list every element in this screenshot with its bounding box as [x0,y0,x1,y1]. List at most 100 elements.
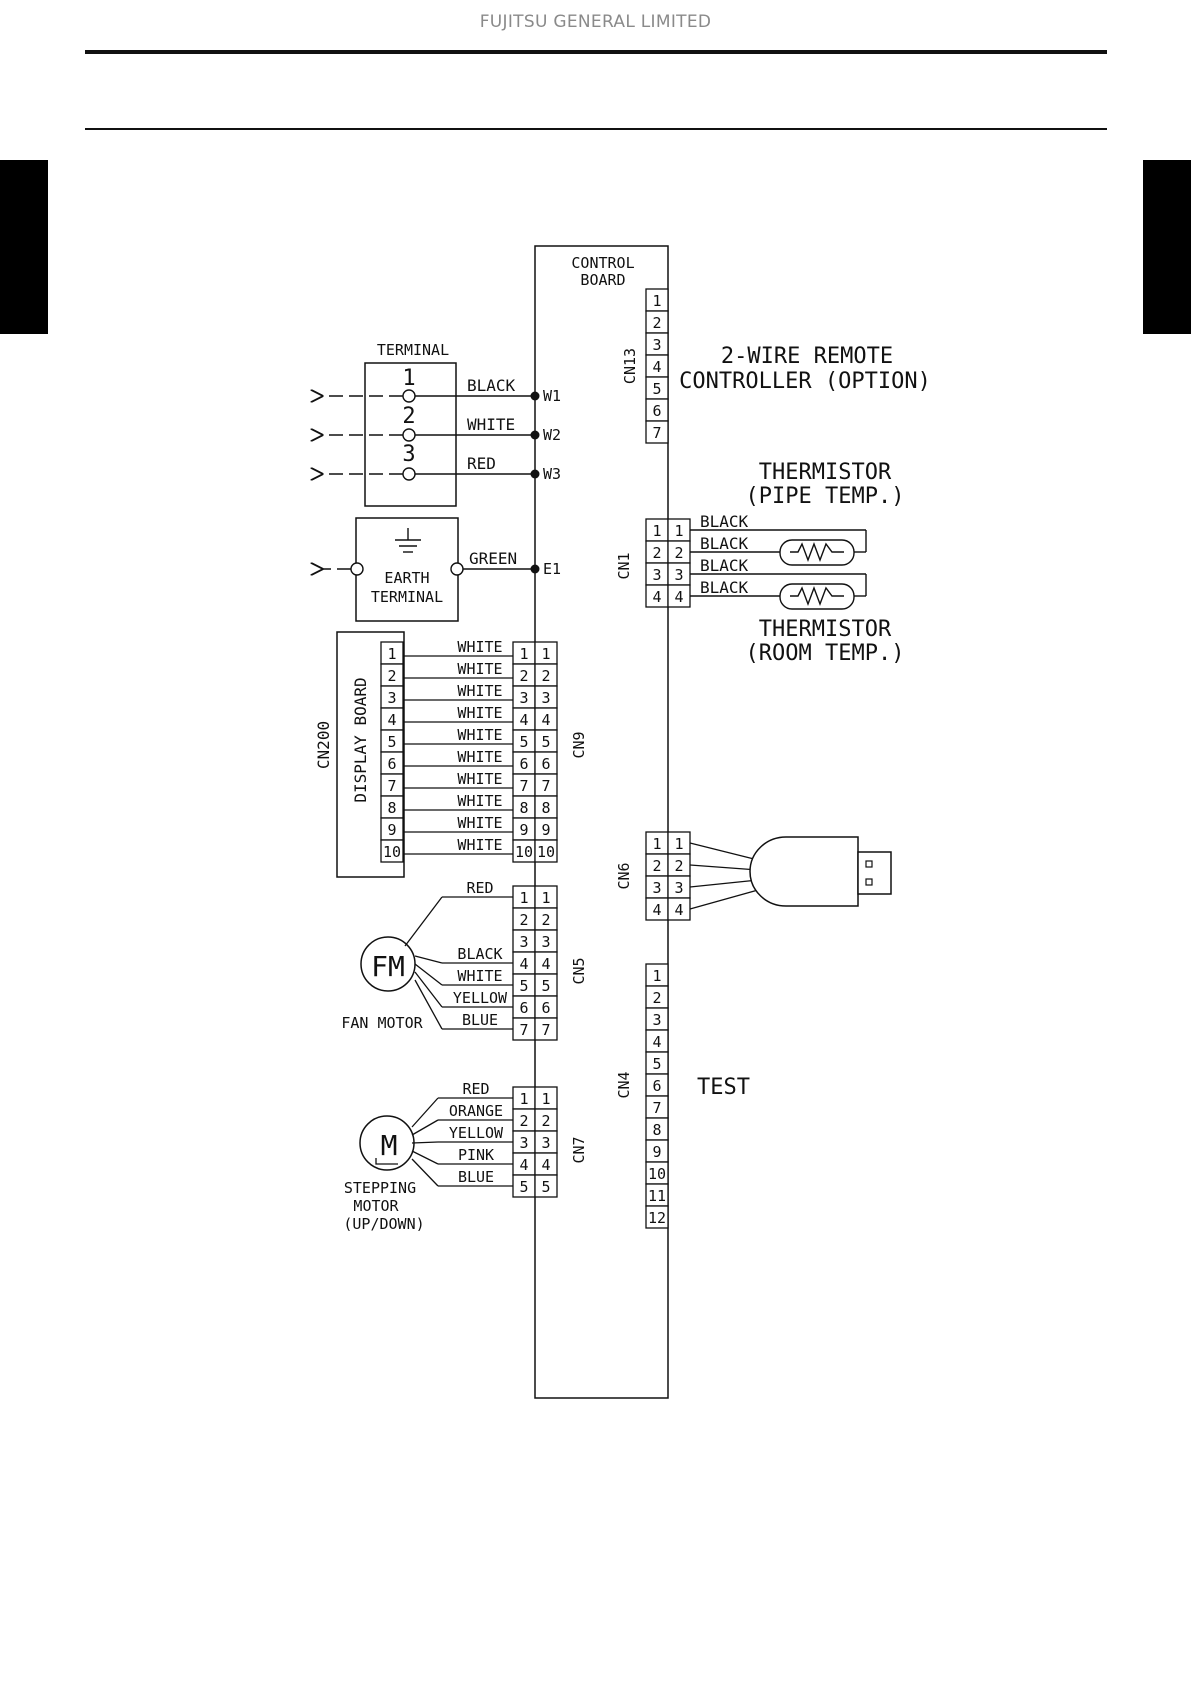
terminal-wire-red: RED [467,454,496,473]
cn5-right-pin-2: 2 [541,911,550,929]
cn9-wire-label-7: WHITE [457,770,502,788]
cn7-left-pin-4: 4 [519,1156,528,1174]
cn5-right-pin-4: 4 [541,955,550,973]
cn5-right-pin-6: 6 [541,999,550,1017]
display-board-pin-2: 2 [387,667,396,685]
cn1-label: CN1 [615,552,633,579]
cn1-left-pin-3: 3 [652,566,661,584]
cn5-wire-label-4: BLACK [457,945,502,963]
cn9-wire-label-6: WHITE [457,748,502,766]
header-brand: FUJITSU GENERAL LIMITED [479,12,712,32]
remote-controller-label-line2: CONTROLLER (OPTION) [679,369,931,394]
cn9-wire-label-5: WHITE [457,726,502,744]
cn6-right-pin-2: 2 [674,857,683,875]
display-board-pin-8: 8 [387,799,396,817]
cn7-wire-bend-3 [411,1141,439,1144]
cn9-left-pin-7: 7 [519,777,528,795]
cn9-left-pin-2: 2 [519,667,528,685]
cn7-right-pin-2: 2 [541,1112,550,1130]
earth-ground-icon [395,528,421,553]
cn9-right-pin-3: 3 [541,689,550,707]
display-board-pin-6: 6 [387,755,396,773]
cn7-left-pin-1: 1 [519,1090,528,1108]
cn7-right-pin-5: 5 [541,1178,550,1196]
terminal-title: TERMINAL [377,341,449,359]
stepping-motor-symbol: M [381,1129,398,1162]
cn4-pin-7: 7 [652,1099,661,1117]
cn13-pin-3: 3 [652,336,661,354]
cn7-wire-bend-5 [411,1158,439,1187]
room-thermistor-icon [779,583,866,610]
display-board-pin-4: 4 [387,711,396,729]
cn4-pin-11: 11 [648,1187,666,1205]
cn7-wire-label-1: RED [462,1080,489,1098]
cn4-pin-6: 6 [652,1077,661,1095]
cn7-left-pin-3: 3 [519,1134,528,1152]
cn5-right-pin-3: 3 [541,933,550,951]
cn6-right-pin-4: 4 [674,901,683,919]
cn7-wire-bend-2 [411,1119,439,1136]
terminal-position-2: 2 [402,404,415,429]
cn9-wire-label-2: WHITE [457,660,502,678]
right-edge-tab [1143,160,1191,334]
display-board-pin-7: 7 [387,777,396,795]
display-board-pin-10: 10 [383,843,401,861]
cn4-pin-1: 1 [652,967,661,985]
cn7-right-cell-5 [534,1174,558,1198]
cn1-left-pin-2: 2 [652,544,661,562]
cn6-left-pin-3: 3 [652,879,661,897]
cn9-wire-label-4: WHITE [457,704,502,722]
terminal-position-1: 1 [402,366,415,391]
cn7-left-pin-5: 5 [519,1178,528,1196]
cn4-pin-4: 4 [652,1033,661,1051]
cn7-wire-bend-1 [411,1097,439,1128]
cn5-wire-bend-1 [404,896,443,947]
cn5-right-pin-1: 1 [541,889,550,907]
cn5-wire-bend-5 [414,963,443,986]
cn13-cell-7 [645,420,669,444]
fan-motor-icon: FM [360,936,416,992]
cn1-wire-1: BLACK [700,512,749,531]
cn6-left-pin-4: 4 [652,901,661,919]
cn6-right-pin-1: 1 [674,835,683,853]
cn13-pin-7: 7 [652,424,661,442]
thermistor-wiring [690,529,867,597]
cn1-wire-2: BLACK [700,534,749,553]
display-board-cell-10 [380,839,404,863]
display-board-pin-9: 9 [387,821,396,839]
cn5-wire-label-5: WHITE [457,967,502,985]
room-thermistor-label-line2: (ROOM TEMP.) [746,641,905,666]
cn9-left-pin-8: 8 [519,799,528,817]
cn5-right-cell-7 [534,1017,558,1041]
cn5-left-pin-7: 7 [519,1021,528,1039]
pipe-thermistor-icon [779,539,866,566]
display-board-pin-3: 3 [387,689,396,707]
cn6-label: CN6 [615,862,633,889]
cn9-right-pin-8: 8 [541,799,550,817]
cn1-right-pin-2: 2 [674,544,683,562]
cn9-right-cell-10 [534,839,558,863]
cn9-right-pin-10: 10 [537,843,555,861]
earth-label-line1: EARTH [384,569,429,587]
cn13-pin-2: 2 [652,314,661,332]
cn1-right-pin-3: 3 [674,566,683,584]
cn4-pin-5: 5 [652,1055,661,1073]
cn13-pin-1: 1 [652,292,661,310]
terminal-wire-white: WHITE [467,415,515,434]
pipe-thermistor-label-line1: THERMISTOR [759,460,892,485]
cn7-label: CN7 [570,1136,588,1163]
stepping-motor-label-line2: MOTOR [353,1197,399,1215]
cn1-left-pin-1: 1 [652,522,661,540]
fan-motor-symbol: FM [371,950,405,983]
cn7-wire-label-2: ORANGE [449,1102,503,1120]
test-label: TEST [697,1075,750,1100]
cn9-left-pin-5: 5 [519,733,528,751]
cn5-left-pin-2: 2 [519,911,528,929]
cn6-left-pin-1: 1 [652,835,661,853]
